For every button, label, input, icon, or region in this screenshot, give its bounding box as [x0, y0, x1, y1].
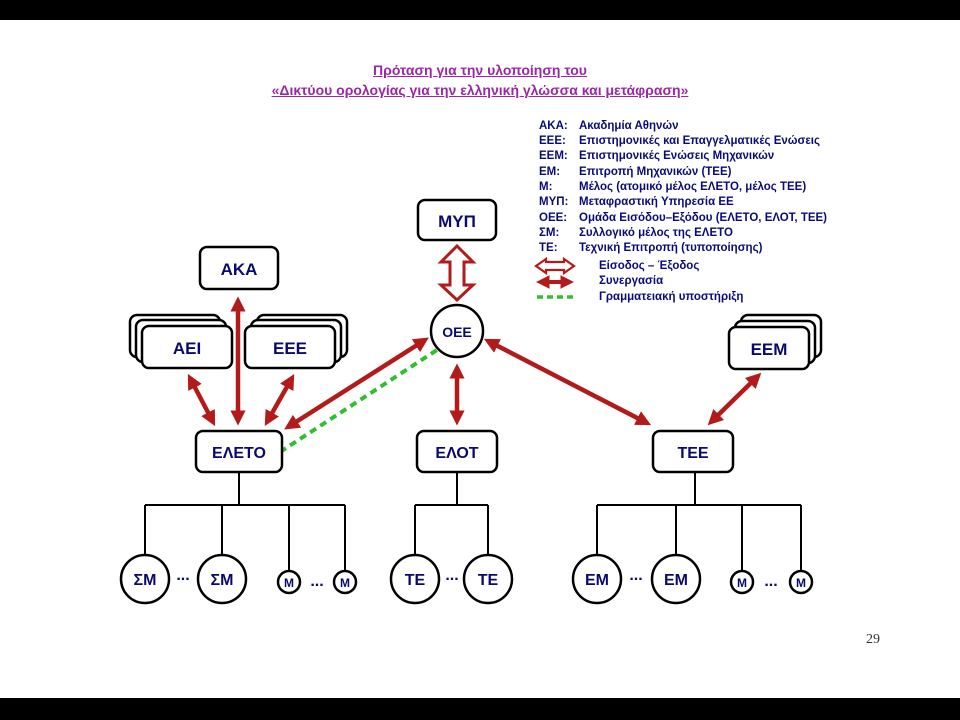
arrow-eem-tee: [707, 372, 762, 426]
ellipsis-sm: ...: [176, 567, 189, 584]
node-aei: [140, 324, 234, 370]
label-eee: ΕΕΕ: [273, 339, 307, 358]
ellipsis-m-2: ...: [764, 573, 777, 590]
label-aka: ΑΚΑ: [221, 260, 258, 279]
ellipsis-m-1: ...: [310, 573, 323, 590]
label-elot: ΕΛΟΤ: [435, 445, 478, 462]
cooperation-arrows: [187, 296, 762, 430]
node-tee: [651, 429, 735, 474]
arrow-eee-eleto: [264, 374, 295, 426]
legend-io-symbol: [534, 256, 576, 276]
label-eleto: ΕΛΕΤΟ: [212, 445, 266, 462]
leaf-sm-2: [196, 553, 248, 605]
label-m-2: Μ: [340, 576, 350, 590]
label-aei: ΑΕΙ: [173, 339, 201, 358]
ellipsis-em: ...: [629, 567, 642, 584]
label-m-1: Μ: [284, 576, 294, 590]
label-sm-2: ΣΜ: [211, 572, 234, 589]
title-line-1: Πρόταση για την υλοποίηση του: [373, 62, 587, 78]
node-elot: [415, 429, 499, 474]
label-em-2: ΕΜ: [664, 572, 688, 589]
arrow-eleto-oee: [284, 337, 429, 430]
leaf-m-3: [729, 569, 755, 595]
label-eem: ΕΕΜ: [751, 340, 788, 359]
label-m-4: Μ: [796, 576, 806, 590]
arrow-aei-eleto: [187, 373, 216, 427]
io-arrow-myp-oee: [437, 243, 477, 303]
tree-connectors: [144, 472, 802, 570]
label-oee: ΟΕΕ: [442, 324, 472, 340]
node-eee: [243, 324, 337, 370]
arrow-oee-tee: [483, 338, 652, 426]
label-em-1: ΕΜ: [585, 572, 609, 589]
leaf-m-2: [332, 569, 358, 595]
label-tee: ΤΕΕ: [677, 445, 708, 462]
legend-support-label: Γραμματειακή υποστήριξη: [599, 291, 744, 303]
leaf-em-1: [571, 553, 623, 605]
node-eem: [727, 325, 811, 371]
label-myp: ΜΥΠ: [438, 212, 476, 231]
node-oee: [429, 303, 485, 359]
label-te-1: ΤΕ: [405, 572, 426, 589]
label-m-3: Μ: [737, 576, 747, 590]
ellipsis-te: ...: [445, 567, 458, 584]
title-line-2: «Δικτύου ορολογίας για την ελληνική γλώσ…: [271, 82, 689, 98]
label-sm-1: ΣΜ: [134, 572, 157, 589]
legend-io-label: Είσοδος – Έξοδος: [599, 260, 700, 272]
leaf-sm-1: [119, 553, 171, 605]
leaf-m-4: [788, 569, 814, 595]
leaf-te-1: [389, 553, 441, 605]
leaf-m-1: [276, 569, 302, 595]
leaf-te-2: [462, 553, 514, 605]
page-number: 29: [866, 632, 880, 647]
leaf-em-2: [650, 553, 702, 605]
node-myp: [416, 198, 498, 242]
legend-coop-label: Συνεργασία: [599, 275, 664, 287]
node-eleto: [194, 429, 284, 474]
node-aka: [198, 245, 280, 291]
label-te-2: ΤΕ: [478, 572, 499, 589]
